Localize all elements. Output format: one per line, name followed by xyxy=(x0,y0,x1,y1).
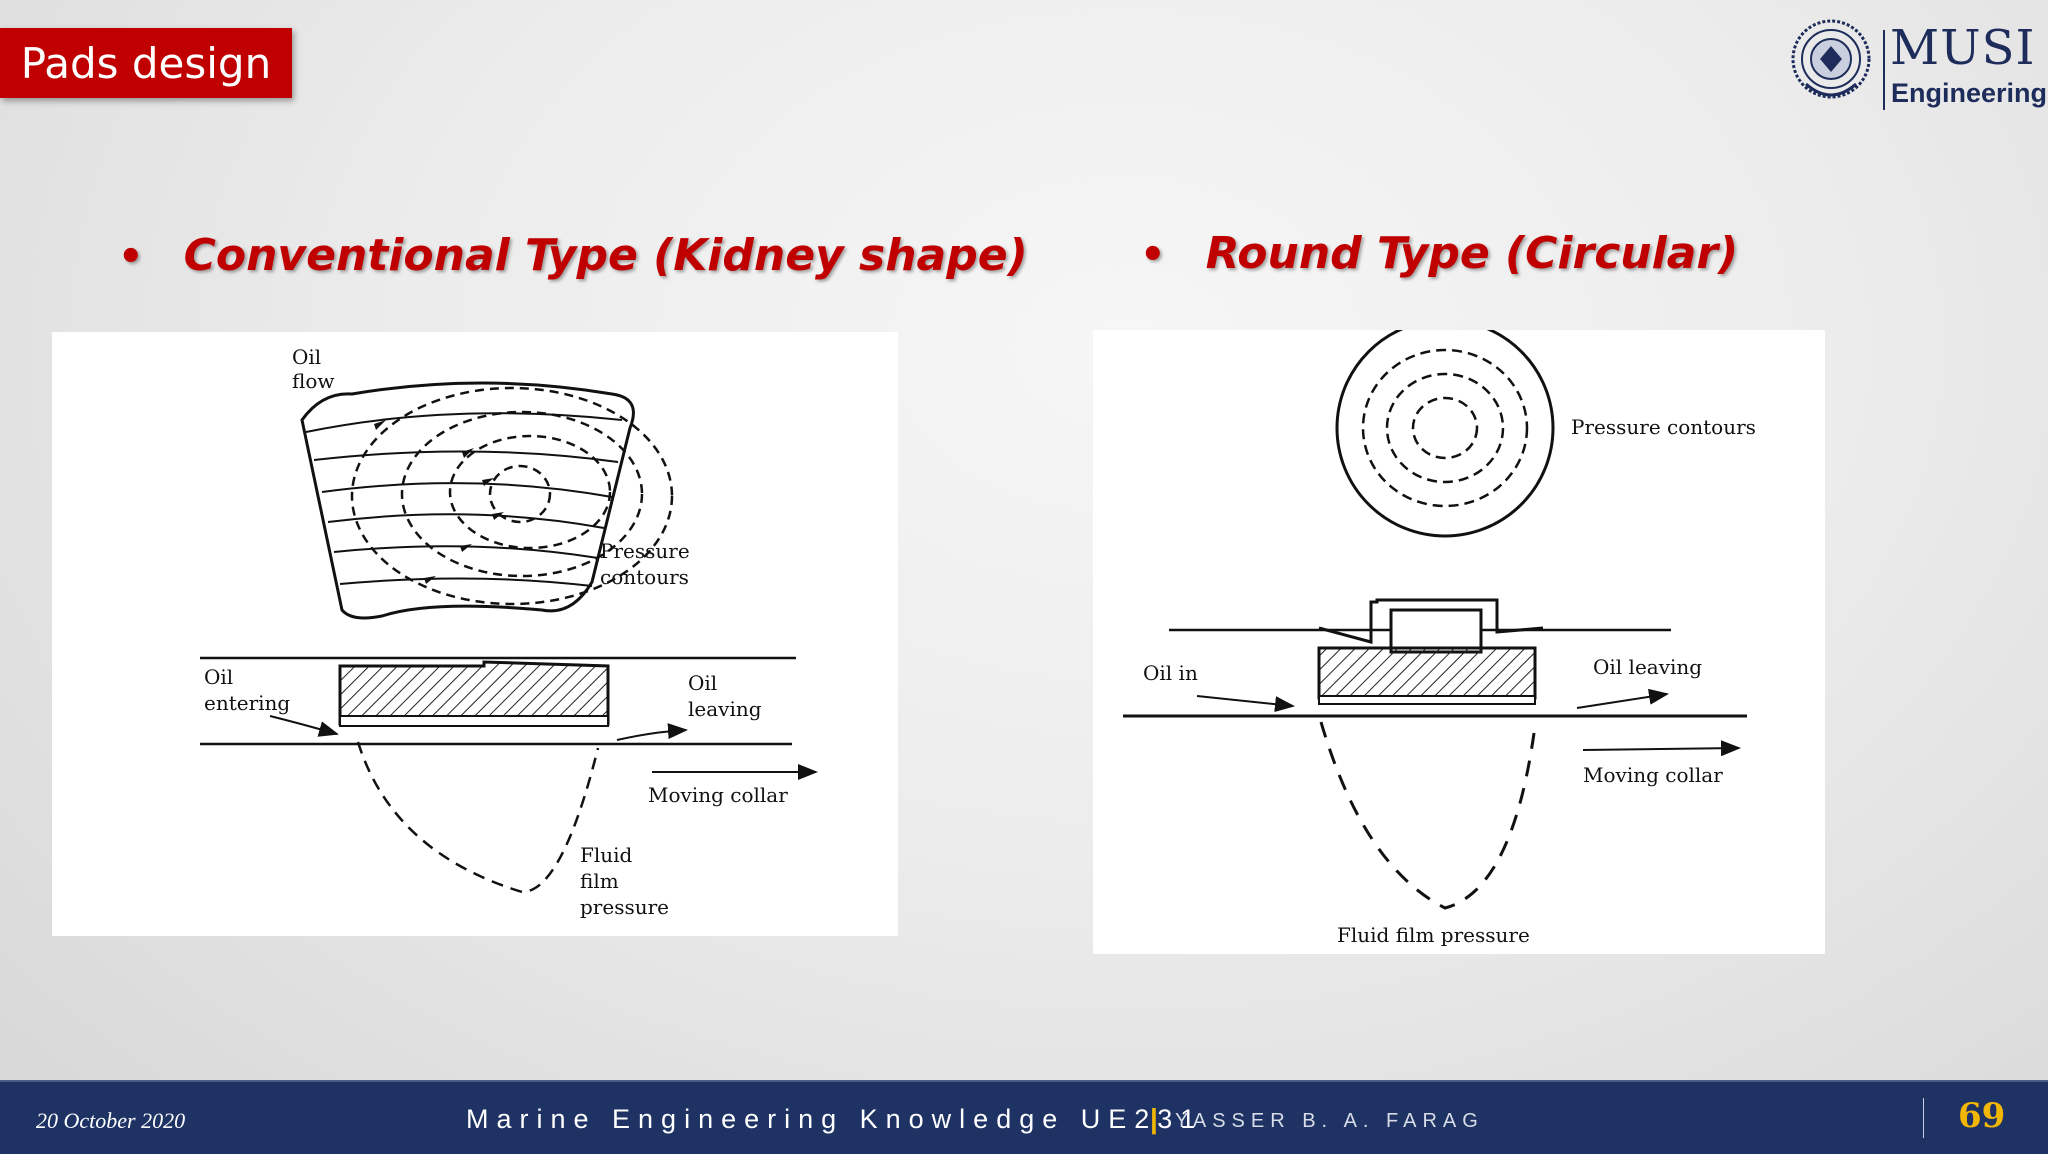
label-fluid-3: pressure xyxy=(580,895,669,919)
slide-title: Pads design xyxy=(0,28,292,98)
label-fluid-film-pressure: Fluid film pressure xyxy=(1337,923,1530,947)
label-fluid-2: film xyxy=(580,869,619,893)
label-oil-leaving: Oil leaving xyxy=(1593,655,1702,679)
university-emblem-icon xyxy=(1791,19,1871,99)
footer-author: YASSER B. A. FARAG xyxy=(1175,1110,1484,1132)
bullet-dot-icon: • xyxy=(118,234,144,280)
kidney-pad-diagram: Oil flow Pressure contours Oil entering … xyxy=(52,332,898,936)
label-oil-flow-2: flow xyxy=(292,369,335,393)
label-pressure-2: contours xyxy=(600,565,689,589)
logo-subtitle: Engineering xyxy=(1891,78,2048,108)
footer-date: 20 October 2020 xyxy=(36,1108,186,1133)
logo-divider xyxy=(1883,30,1885,110)
label-pressure-1: Pressure xyxy=(600,539,690,563)
bullet-round-type: • Round Type (Circular) xyxy=(1140,228,1738,279)
label-oil-leaving-2: leaving xyxy=(688,697,762,721)
footer-divider xyxy=(1923,1098,1924,1138)
footer-separator: | xyxy=(1150,1103,1158,1134)
label-moving-collar: Moving collar xyxy=(648,783,788,807)
label-oil-flow-1: Oil xyxy=(292,345,321,369)
label-pressure-contours: Pressure contours xyxy=(1571,415,1756,439)
label-oil-entering-1: Oil xyxy=(204,665,233,689)
bullet-text: Round Type (Circular) xyxy=(1205,228,1739,279)
round-pad-svg: Pressure contours Oil in Oil leaving Mov… xyxy=(1123,330,1756,947)
label-moving-collar: Moving collar xyxy=(1583,763,1723,787)
slide-footer: 20 October 2020 Marine Engineering Knowl… xyxy=(0,1080,2048,1154)
logo-name: MUSI xyxy=(1890,20,2036,76)
round-pad-diagram: Pressure contours Oil in Oil leaving Mov… xyxy=(1093,330,1825,954)
page-number: 69 xyxy=(1958,1096,2006,1136)
label-fluid-1: Fluid xyxy=(580,843,633,867)
musi-logo: MUSI Engineering xyxy=(1784,12,2047,110)
footer-course-title: Marine Engineering Knowledge UE231 xyxy=(466,1104,1204,1134)
label-oil-entering-2: entering xyxy=(204,691,290,715)
label-oil-in: Oil in xyxy=(1143,661,1198,685)
bullet-text: Conventional Type (Kidney shape) xyxy=(183,230,1028,281)
bullet-dot-icon: • xyxy=(1140,232,1166,278)
label-oil-leaving-1: Oil xyxy=(688,671,717,695)
bullet-conventional-type: • Conventional Type (Kidney shape) xyxy=(118,230,1028,281)
kidney-pad-svg: Oil flow Pressure contours Oil entering … xyxy=(200,345,818,919)
